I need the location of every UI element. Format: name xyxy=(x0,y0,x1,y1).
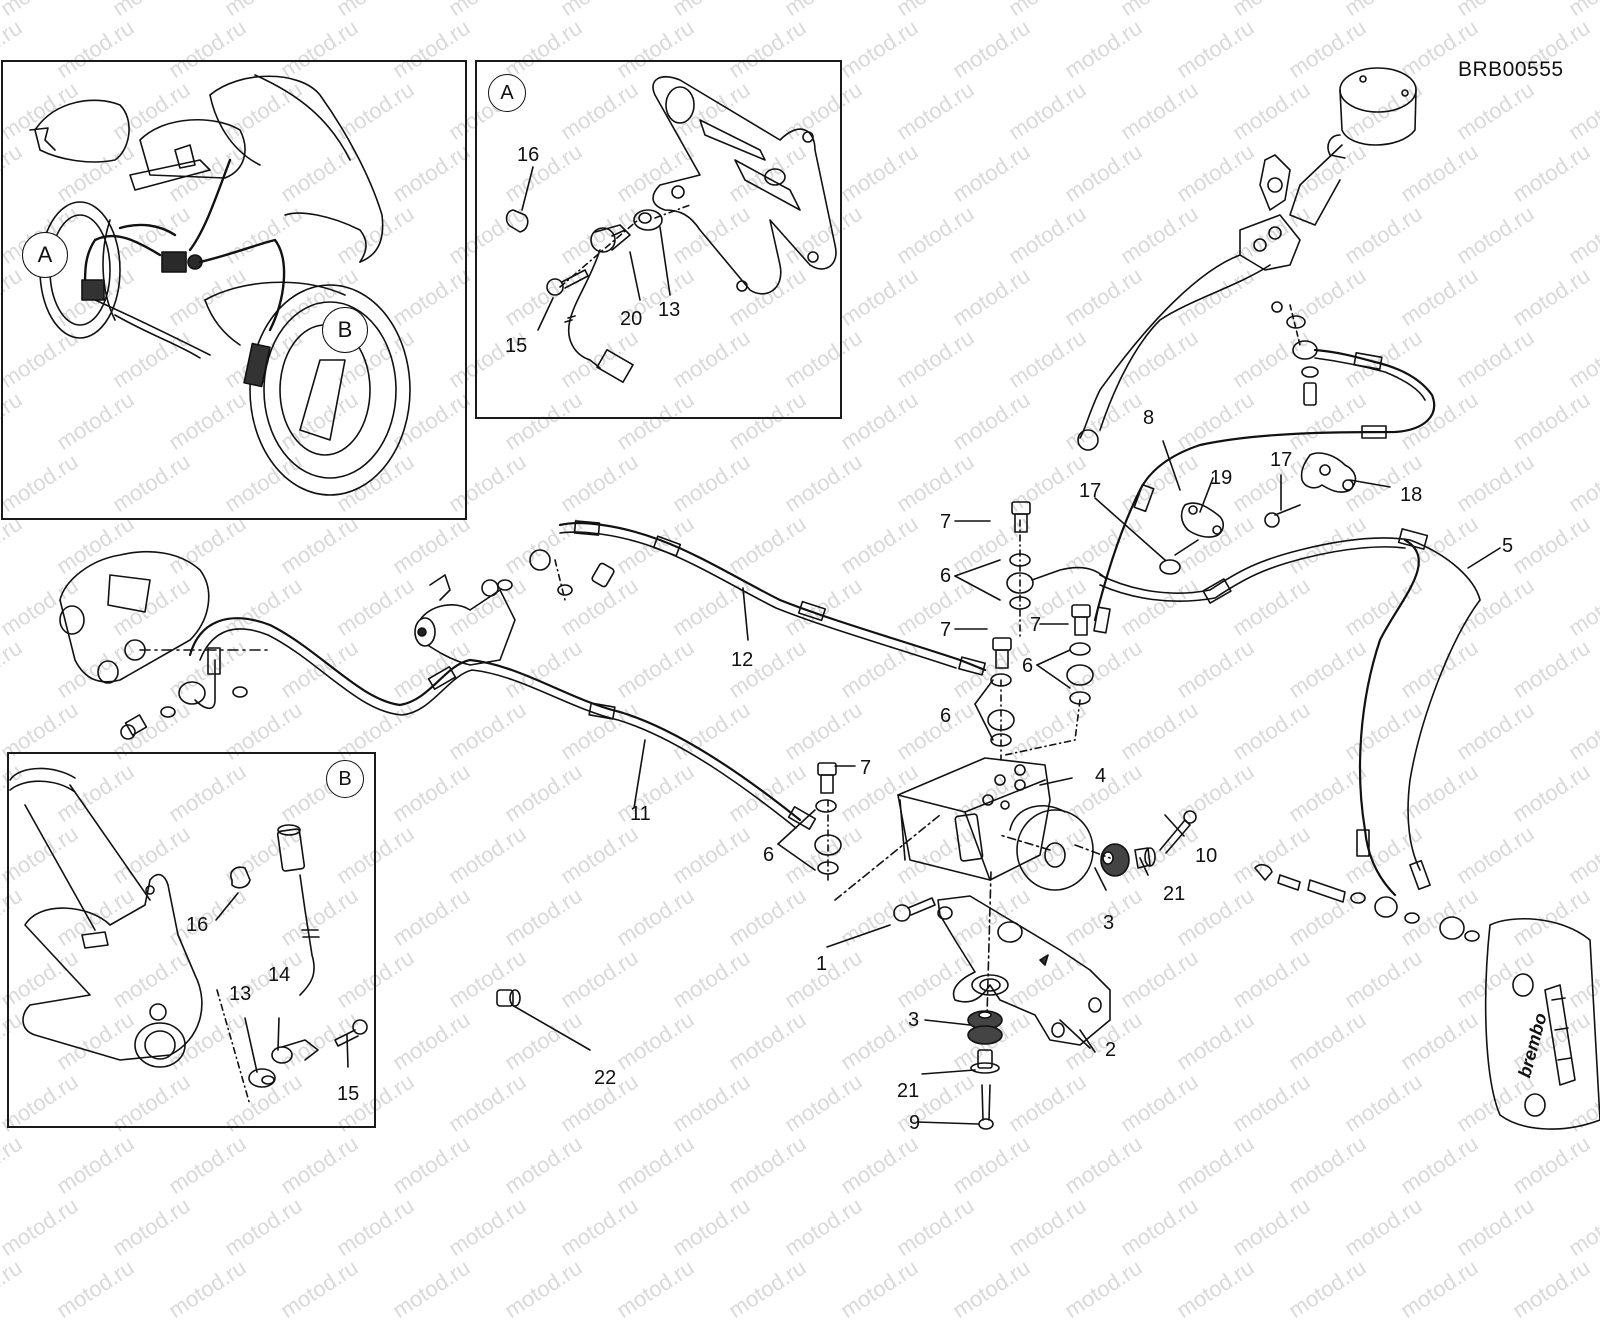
callout-7-a: 7 xyxy=(940,511,952,533)
watermark-text: motod.ru xyxy=(331,1192,419,1261)
watermark-text: motod.ru xyxy=(1059,1254,1147,1323)
callout-21-upper: 21 xyxy=(1163,883,1186,905)
watermark-text: motod.ru xyxy=(1171,1254,1259,1323)
watermark-text: motod.ru xyxy=(275,1254,363,1323)
detail-b-label: B xyxy=(326,760,364,798)
watermark-text: motod.ru xyxy=(1451,1192,1539,1261)
watermark-text: motod.ru xyxy=(443,1192,531,1261)
overview-panel xyxy=(1,60,467,520)
callout-a-20: 20 xyxy=(620,308,643,330)
callout-a-13: 13 xyxy=(658,299,681,321)
callout-2: 2 xyxy=(1105,1039,1117,1061)
watermark-text: motod.ru xyxy=(1563,1192,1600,1261)
watermark-text: motod.ru xyxy=(779,1192,867,1261)
watermark-text: motod.ru xyxy=(1227,1192,1315,1261)
watermark-text: motod.ru xyxy=(219,1192,307,1261)
callout-17-b: 17 xyxy=(1270,449,1293,471)
callout-8: 8 xyxy=(1143,407,1155,429)
watermark-text: motod.ru xyxy=(1003,1192,1091,1261)
callout-22: 22 xyxy=(594,1067,617,1089)
overview-marker-b: B xyxy=(322,307,368,353)
watermark-text: motod.ru xyxy=(387,1254,475,1323)
watermark-text: motod.ru xyxy=(0,1254,27,1323)
drawing-code: BRB00555 xyxy=(1458,58,1564,81)
watermark-text: motod.ru xyxy=(107,1192,195,1261)
master-cylinder-art xyxy=(1077,67,1436,634)
watermark-text: motod.ru xyxy=(1115,1192,1203,1261)
callout-10: 10 xyxy=(1195,845,1218,867)
abs-unit-art xyxy=(834,757,1197,1130)
callout-b-16: 16 xyxy=(186,914,209,936)
callout-9: 9 xyxy=(909,1112,921,1134)
motorcycle-overview-art xyxy=(29,74,411,496)
front-hose-art xyxy=(1099,528,1600,1130)
callout-3-upper: 3 xyxy=(1103,912,1115,934)
callout-17-a: 17 xyxy=(1079,480,1102,502)
watermark-text: motod.ru xyxy=(835,1254,923,1323)
watermark-text: motod.ru xyxy=(1339,1192,1427,1261)
callout-1: 1 xyxy=(816,953,828,975)
watermark-text: motod.ru xyxy=(51,1254,139,1323)
detail-panel-b xyxy=(7,752,376,1128)
watermark-text: motod.ru xyxy=(1395,1254,1483,1323)
callout-6-b: 6 xyxy=(1022,655,1034,677)
callout-21-lower: 21 xyxy=(897,1080,920,1102)
rear-hoses-art xyxy=(59,520,987,1007)
callout-12: 12 xyxy=(731,649,754,671)
clamps-art xyxy=(1159,452,1357,575)
watermark-text: motod.ru xyxy=(947,1254,1035,1323)
callout-a-16: 16 xyxy=(517,144,540,166)
watermark-text: motod.ru xyxy=(1507,1254,1595,1323)
watermark-text: motod.ru xyxy=(667,1192,755,1261)
line-art xyxy=(9,67,1600,1130)
callout-b-14: 14 xyxy=(268,964,291,986)
callout-19: 19 xyxy=(1210,467,1233,489)
watermark-text: motod.ru xyxy=(891,1192,979,1261)
watermark-text: motod.ru xyxy=(723,1254,811,1323)
callout-6-a: 6 xyxy=(940,565,952,587)
callout-4: 4 xyxy=(1095,765,1107,787)
watermark-text: motod.ru xyxy=(163,1254,251,1323)
callout-5: 5 xyxy=(1502,535,1514,557)
overview-marker-a: A xyxy=(22,232,68,278)
abs-fittings-art xyxy=(814,501,1106,881)
watermark-text: motod.ru xyxy=(611,1254,699,1323)
watermark-text: motod.ru xyxy=(0,1192,83,1261)
callout-7-b: 7 xyxy=(940,619,952,641)
callout-3-lower: 3 xyxy=(908,1009,920,1031)
callout-a-15: 15 xyxy=(505,335,528,357)
watermark-text: motod.ru xyxy=(1283,1254,1371,1323)
callout-b-13: 13 xyxy=(229,983,252,1005)
callout-leaders xyxy=(511,440,1501,1125)
detail-a-art xyxy=(505,76,837,383)
detail-panel-a xyxy=(475,60,842,419)
detail-a-label: A xyxy=(488,74,526,112)
callout-7-c: 7 xyxy=(1030,614,1042,636)
callout-6-d: 6 xyxy=(763,844,775,866)
watermark-text: motod.ru xyxy=(555,1192,643,1261)
detail-b-art xyxy=(9,767,368,1106)
callout-7-d: 7 xyxy=(860,757,872,779)
callout-b-15: 15 xyxy=(337,1083,360,1105)
callout-11: 11 xyxy=(630,803,651,825)
callout-18: 18 xyxy=(1400,484,1423,506)
watermark-text: motod.ru xyxy=(499,1254,587,1323)
callout-6-c: 6 xyxy=(940,705,952,727)
